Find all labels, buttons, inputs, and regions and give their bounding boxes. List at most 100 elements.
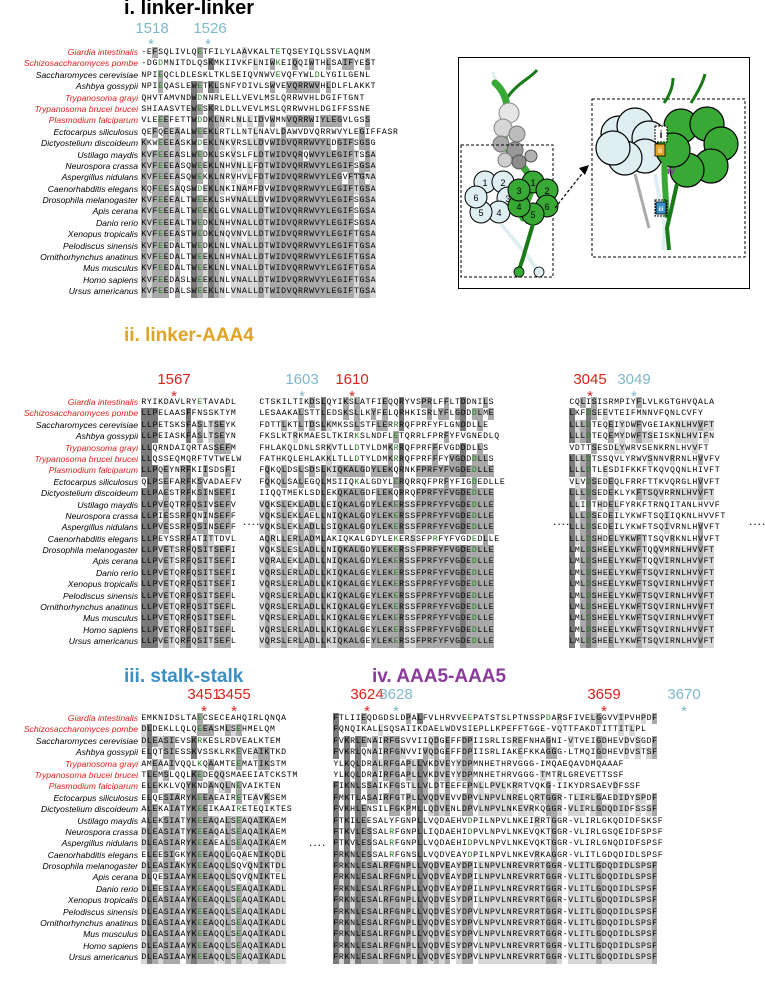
residue: A <box>241 849 248 862</box>
residue: F <box>185 510 192 523</box>
residue: F <box>185 499 192 511</box>
residue: I <box>331 522 338 534</box>
residue: N <box>400 895 406 907</box>
residue: K <box>141 240 147 253</box>
residue: T <box>708 602 715 614</box>
residue: D <box>433 781 440 793</box>
residue: E <box>163 138 169 150</box>
residue: V <box>157 579 164 591</box>
residue: D <box>197 184 203 194</box>
species-name: Giardia intestinalis <box>67 713 138 723</box>
residue: F <box>388 804 395 816</box>
residue: D <box>275 918 281 930</box>
residue: L <box>500 906 507 919</box>
residue: G <box>394 906 401 919</box>
residue: G <box>394 758 401 770</box>
residue: Q <box>264 613 271 625</box>
residue: N <box>523 714 529 723</box>
residue: L <box>219 736 225 746</box>
residue: E <box>562 759 568 769</box>
residue: A <box>400 770 406 780</box>
residue: F <box>651 872 658 884</box>
residue: H <box>635 714 641 723</box>
residue: D <box>433 952 440 964</box>
residue: Q <box>494 432 500 442</box>
residue: Y <box>625 523 631 533</box>
residue: E <box>465 602 472 614</box>
residue: T <box>353 286 360 298</box>
residue: I <box>579 929 585 941</box>
residue: T <box>591 420 597 430</box>
residue: W <box>191 229 197 241</box>
residue: S <box>202 409 208 419</box>
residue: Q <box>247 861 253 873</box>
residue: E <box>163 499 169 511</box>
residue: V <box>314 263 320 275</box>
residue: Q <box>152 443 158 453</box>
residue: L <box>320 624 327 637</box>
residue: A <box>219 805 225 815</box>
residue: R <box>270 624 276 637</box>
residue: K <box>292 500 298 510</box>
residue: K <box>208 286 214 298</box>
residue: R <box>383 906 389 919</box>
residue: V <box>697 476 704 489</box>
residue: F <box>342 82 348 92</box>
residue: K <box>219 59 225 69</box>
residue: E <box>157 183 164 196</box>
residue: N <box>258 59 264 69</box>
residue: W <box>630 556 637 568</box>
residue: K <box>512 748 518 758</box>
residue: N <box>675 579 681 591</box>
residue: L <box>355 804 361 816</box>
residue: I <box>624 839 630 849</box>
residue: G <box>551 940 557 953</box>
residue: - <box>141 59 147 69</box>
residue: T <box>568 725 574 735</box>
residue: A <box>579 725 585 735</box>
residue: K <box>292 511 298 521</box>
residue: L <box>488 432 494 442</box>
residue: - <box>562 930 568 940</box>
residue: E <box>196 47 203 59</box>
residue: A <box>163 805 169 815</box>
residue: N <box>219 229 225 241</box>
residue: T <box>641 624 648 637</box>
residue: E <box>157 195 164 207</box>
residue: L <box>146 476 153 489</box>
residue: Q <box>337 556 343 568</box>
residue: D <box>601 918 608 930</box>
residue: F <box>342 104 348 114</box>
residue: E <box>607 793 613 803</box>
residue: E <box>471 534 477 544</box>
residue: E <box>196 286 203 298</box>
residue: T <box>337 454 343 464</box>
residue: F <box>697 443 703 453</box>
residue: D <box>623 895 630 907</box>
residue: S <box>353 161 359 171</box>
residue: V <box>286 286 293 298</box>
residue: K <box>230 748 236 758</box>
residue: P <box>405 872 412 884</box>
residue: Q <box>292 217 298 230</box>
residue: I <box>230 580 236 590</box>
residue: Q <box>652 624 659 637</box>
residue: L <box>478 804 485 816</box>
residue: S <box>640 839 646 849</box>
residue: D <box>450 725 456 735</box>
residue: Y <box>185 792 192 805</box>
residue: L <box>680 602 687 614</box>
residue: N <box>471 398 477 407</box>
residue: S <box>359 116 365 126</box>
residue: I <box>242 70 247 80</box>
residue: E <box>488 499 494 511</box>
residue: D <box>141 838 147 850</box>
residue: E <box>477 432 483 442</box>
residue: Y <box>630 398 636 407</box>
residue: N <box>406 839 411 849</box>
residue: F <box>636 567 642 580</box>
residue: P <box>467 940 473 953</box>
residue: L <box>573 804 580 816</box>
residue: D <box>623 940 630 953</box>
